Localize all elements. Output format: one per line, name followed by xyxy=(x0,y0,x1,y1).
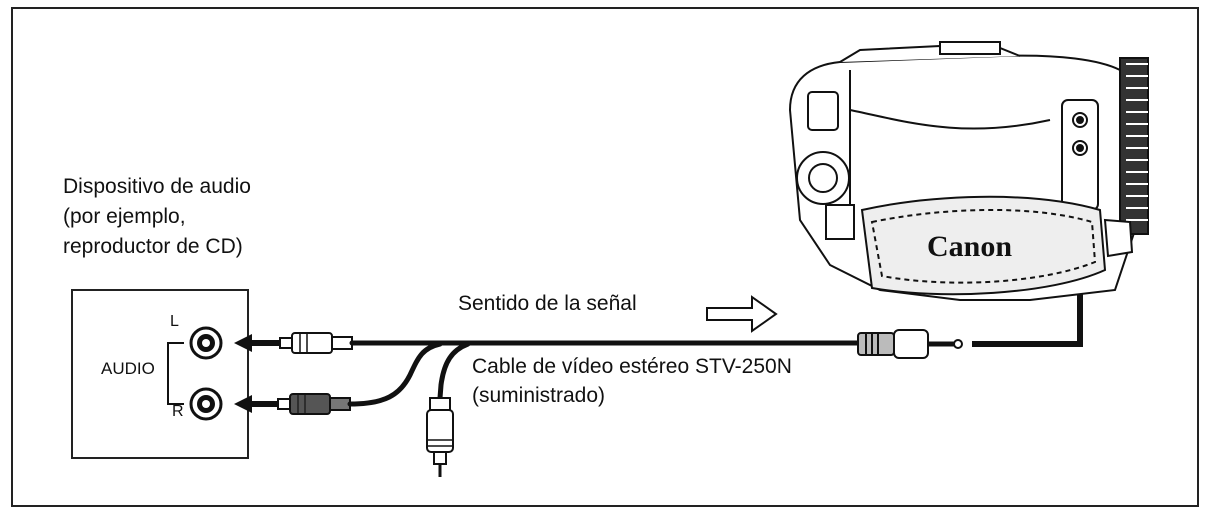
rca-plug-video xyxy=(426,397,454,477)
arrow-to-right-jack xyxy=(234,395,278,413)
signal-direction-label: Sentido de la señal xyxy=(458,292,637,315)
audio-jack-right xyxy=(189,387,223,421)
arrow-to-left-jack xyxy=(234,334,280,352)
audio-device-label-line3: reproductor de CD) xyxy=(63,235,243,258)
camcorder-brand-logo: Canon xyxy=(927,230,1012,263)
rca-plug-white xyxy=(279,332,353,354)
audio-device-label-line2: (por ejemplo, xyxy=(63,205,186,228)
signal-direction-arrow xyxy=(706,295,778,333)
audio-device-label-line1: Dispositivo de audio xyxy=(63,175,251,198)
cable-label: Cable de vídeo estéreo STV-250N (suminis… xyxy=(472,352,792,410)
right-jack-label: R xyxy=(172,403,184,420)
cable-wires xyxy=(347,340,861,407)
mini-plug xyxy=(857,329,963,359)
camcorder xyxy=(788,41,1149,301)
rca-plug-red xyxy=(277,393,351,415)
audio-jack-left xyxy=(189,326,223,360)
audio-device-box xyxy=(71,289,249,459)
left-jack-label: L xyxy=(170,313,179,330)
cable-label-line2: (suministrado) xyxy=(472,384,606,407)
audio-bracket xyxy=(167,342,184,405)
audio-jacks-label: AUDIO xyxy=(101,359,155,378)
cable-label-line1: Cable de vídeo estéreo STV-250N xyxy=(472,355,792,378)
audio-device-label: Dispositivo de audio (por ejemplo, repro… xyxy=(63,172,251,262)
